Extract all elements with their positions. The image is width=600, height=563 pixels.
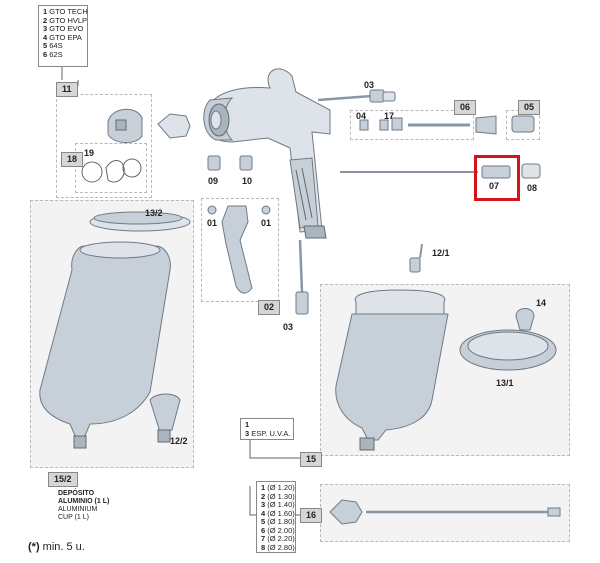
part-11-air-cap (107, 108, 191, 143)
part-01-02-trigger (207, 205, 271, 294)
cup-desc-line4: CUP (1 L) (58, 514, 89, 521)
label-part-12-1: 12/1 (432, 248, 450, 258)
label-part-19: 19 (84, 148, 95, 158)
part-13-1-lid (459, 329, 557, 371)
part-14-lid-plug (515, 308, 535, 331)
label-part-01-left: 01 (207, 218, 218, 228)
legend-nozzle-row: 4 (Ø 1.60) (261, 508, 295, 518)
label-part-17: 17 (384, 111, 395, 121)
part-05-fitting (511, 115, 535, 133)
legend-gun-models: 1 GTO TECH 2 GTO HVLP 3 GTO EVO 4 GTO EP… (38, 5, 88, 67)
label-group-06: 06 (454, 100, 477, 115)
legend-nozzle-row: 3 (Ø 1.40) (261, 500, 295, 509)
label-group-05: 05 (518, 100, 541, 115)
legend-models-row: 3 GTO EVO (43, 24, 84, 33)
part-12-1-filter (409, 243, 423, 273)
part-03-air-valve-bottom (295, 239, 309, 315)
spray-gun-body (203, 68, 331, 239)
parts-09-10-fittings (207, 155, 253, 171)
label-part-07: 07 (489, 181, 500, 191)
label-part-14: 14 (536, 298, 547, 308)
label-part-12-2: 12/2 (170, 436, 188, 446)
label-group-15: 15 (300, 452, 323, 467)
label-part-10: 10 (242, 176, 253, 186)
part-12-2-lid (149, 393, 181, 443)
label-part-04: 04 (356, 111, 367, 121)
aluminium-cup-15-2 (39, 211, 191, 449)
legend-uva-row: 1 (245, 420, 250, 429)
legend-nozzle-row: 5 (Ø 1.80) (261, 517, 295, 526)
label-group-18: 18 (61, 152, 84, 167)
footnote-text: min. 5 u. (42, 541, 85, 553)
legend-models-row: 5 64S (43, 41, 63, 50)
part-03-air-valve-top (317, 89, 396, 103)
label-part-08: 08 (527, 183, 538, 193)
label-part-03-bottom: 03 (283, 322, 294, 332)
part-07-08-fluid-needle (340, 163, 541, 179)
label-part-13-2: 13/2 (145, 208, 163, 218)
cup-desc-line2: ALUMINIO (1 L) (58, 498, 110, 505)
label-part-09: 09 (208, 176, 219, 186)
legend-nozzle-row: 2 (Ø 1.30) (261, 491, 295, 501)
label-group-11: 11 (56, 82, 78, 97)
legend-nozzle-row: 6 (Ø 2.00) (261, 525, 295, 535)
label-group-15-2: 15/2 (48, 472, 78, 487)
group-11-box (56, 94, 152, 198)
footnote-mark: (*) (28, 541, 40, 553)
legend-nozzle-sizes: 1 (Ø 1.20) 2 (Ø 1.30) 3 (Ø 1.40) 4 (Ø 1.… (256, 481, 296, 553)
legend-models-row: 1 GTO TECH (43, 7, 88, 16)
legend-nozzle-row: 8 (Ø 2.80) (261, 542, 295, 552)
label-group-02: 02 (258, 300, 281, 315)
cup-desc-line3: ALUMINIUM (58, 506, 98, 513)
legend-models-row: 4 GTO EPA (43, 32, 82, 42)
cup-desc-line1: DEPÓSITO (58, 490, 95, 497)
group-18-box (75, 143, 147, 193)
label-part-01-right: 01 (261, 218, 272, 228)
legend-nozzle-row: 1 (Ø 1.20) (261, 483, 295, 492)
label-part-03-top: 03 (364, 80, 375, 90)
group-02-box (201, 198, 279, 302)
group-06-box (350, 110, 474, 140)
legend-models-row: 2 GTO HVLP (43, 15, 88, 25)
label-part-13-1: 13/1 (496, 378, 514, 388)
legend-models-row: 6 62S (43, 49, 63, 59)
footnote: (*) min. 5 u. (28, 541, 85, 553)
part-06-needle-set (359, 115, 497, 135)
legend-nozzle-row: 7 (Ø 2.20) (261, 534, 295, 543)
legend-uva-row: 3 ESP. U.V.A. (245, 428, 291, 438)
cup-description: DEPÓSITO ALUMINIO (1 L) ALUMINIUM CUP (1… (58, 490, 109, 522)
plastic-cup-15 (335, 289, 449, 451)
legend-uva: 1 3 ESP. U.V.A. (240, 418, 294, 440)
part-19-seal-rings (81, 158, 142, 183)
part-16-nozzle-needle (329, 499, 561, 525)
label-group-16: 16 (300, 508, 323, 523)
highlight-part-07 (474, 155, 520, 201)
